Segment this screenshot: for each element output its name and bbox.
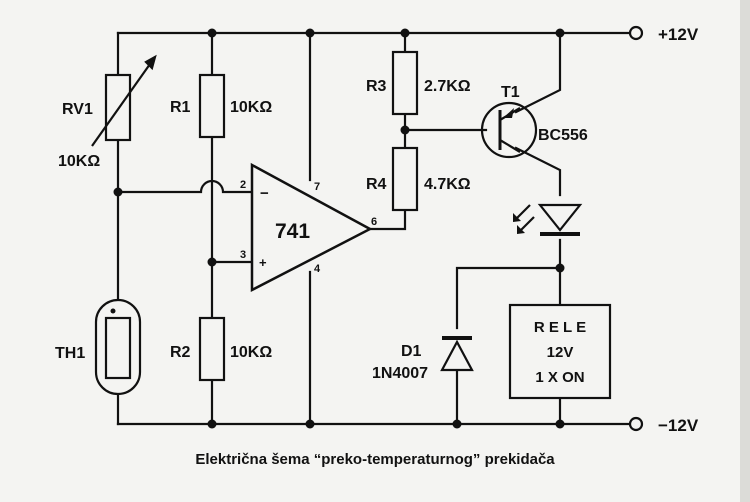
- opamp-pin-out: 6: [371, 216, 377, 228]
- led-light-arrow-2: [519, 216, 535, 232]
- d1-ref-label: D1: [401, 343, 422, 360]
- rv1-value-label: 10KΩ: [58, 153, 100, 170]
- junction-dot: [555, 419, 565, 429]
- r2-value-label: 10KΩ: [230, 344, 272, 361]
- thermistor-dot: [110, 308, 116, 314]
- r3-resistor-body: [391, 50, 419, 116]
- opamp-minus-sign: −: [260, 185, 269, 202]
- diode-top-wire: [455, 266, 562, 330]
- opamp-pin-inv: 2: [240, 179, 246, 191]
- junction-dot: [207, 28, 217, 38]
- junction-dot: [555, 28, 565, 38]
- emitter-wire: [514, 31, 562, 114]
- t1-ref-label: T1: [501, 84, 520, 101]
- supply-negative-label: −12V: [658, 416, 699, 435]
- relay-label-line2: 12V: [547, 344, 574, 361]
- relay-label-line1: R E L E: [534, 319, 586, 336]
- rv1-adjust-arrow: [91, 63, 151, 147]
- r2-ref-label: R2: [170, 344, 191, 361]
- d1-part-label: 1N4007: [372, 365, 428, 382]
- opamp-triangle: [250, 162, 373, 293]
- diagram-caption: Električna šema “preko-temperaturnog” pr…: [195, 451, 555, 468]
- relay-box: [508, 303, 612, 400]
- page-edge: [740, 0, 750, 502]
- led-arrowhead-1-icon: [513, 213, 521, 222]
- d1-triangle: [440, 339, 474, 372]
- opamp-ref-label: 741: [275, 220, 310, 243]
- collector-wire: [514, 146, 562, 197]
- r4-value-label: 4.7KΩ: [424, 176, 471, 193]
- transistor-emitter-arrow-icon: [503, 108, 514, 118]
- opamp-pin-vminus: 4: [314, 263, 321, 275]
- junction-dot: [555, 263, 565, 273]
- r4-column-wire-bot: [368, 208, 407, 231]
- relay-label-line3: 1 X ON: [535, 369, 584, 386]
- r3-value-label: 2.7KΩ: [424, 78, 471, 95]
- junction-dot: [113, 187, 123, 197]
- opamp-pin-vplus: 7: [314, 181, 320, 193]
- led-triangle: [537, 203, 583, 232]
- r1-resistor-body: [198, 73, 226, 139]
- junction-dot: [400, 125, 410, 135]
- r1-value-label: 10KΩ: [230, 99, 272, 116]
- transistor-collector-lead: [499, 139, 521, 153]
- led-light-arrow-1: [515, 204, 531, 220]
- t1-part-label: BC556: [538, 127, 588, 144]
- r3-ref-label: R3: [366, 78, 387, 95]
- positive-terminal-icon: [628, 25, 644, 41]
- junction-dot: [207, 419, 217, 429]
- rv1-arrowhead-icon: [144, 54, 157, 71]
- led-arrowhead-2-icon: [517, 225, 525, 234]
- opamp-plus-sign: +: [259, 255, 267, 270]
- transistor-circle: [480, 101, 538, 159]
- junction-dot: [305, 28, 315, 38]
- th1-ref-label: TH1: [55, 345, 85, 362]
- r2-resistor-body: [198, 316, 226, 382]
- inverting-input-wire: [116, 179, 254, 194]
- junction-dot: [400, 28, 410, 38]
- r4-ref-label: R4: [366, 176, 387, 193]
- r4-resistor-body: [391, 146, 419, 212]
- negative-terminal-icon: [628, 416, 644, 432]
- junction-dot: [305, 419, 315, 429]
- supply-positive-label: +12V: [658, 25, 699, 44]
- r1-ref-label: R1: [170, 99, 191, 116]
- junction-dot: [452, 419, 462, 429]
- rv1-ref-label: RV1: [62, 101, 93, 118]
- junction-dot: [207, 257, 217, 267]
- opamp-pin-noninv: 3: [240, 249, 246, 261]
- th1-thermistor-body: [104, 316, 132, 380]
